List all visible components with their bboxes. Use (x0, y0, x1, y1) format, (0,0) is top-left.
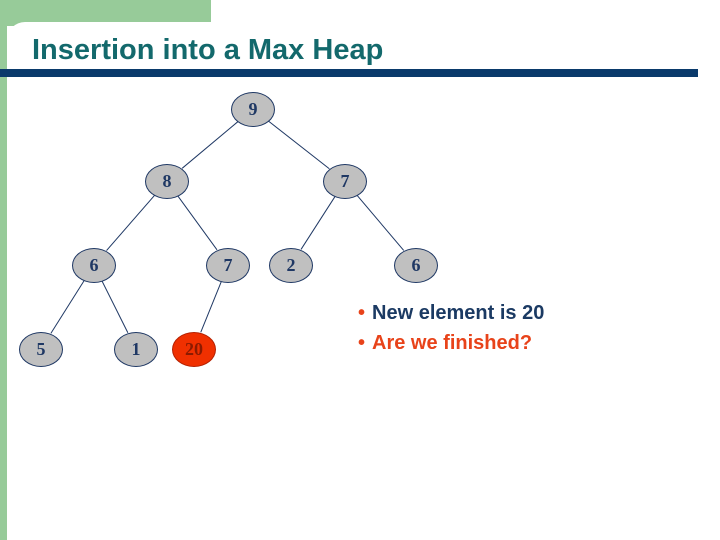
green-header-block (0, 0, 211, 26)
tree-node: 8 (145, 163, 189, 199)
tree-node: 2 (269, 247, 313, 283)
tree-node: 7 (206, 247, 250, 283)
tree-node-new: 20 (172, 331, 216, 367)
bullet-item: • Are we finished? (358, 328, 698, 358)
tree-node: 1 (114, 331, 158, 367)
title-divider-rule (0, 69, 698, 77)
slide-content-panel (7, 22, 720, 540)
tree-node: 7 (323, 163, 367, 199)
bullet-item: • New element is 20 (358, 298, 698, 328)
bullet-text: Are we finished? (372, 332, 533, 354)
tree-node: 6 (72, 247, 116, 283)
bullet-list: • New element is 20 • Are we finished? (358, 298, 698, 358)
bullet-dot-icon: • (358, 332, 366, 354)
bullet-text: New element is 20 (372, 302, 545, 324)
tree-node: 6 (394, 247, 438, 283)
green-left-strip (0, 0, 7, 540)
page-title: Insertion into a Max Heap (32, 34, 384, 66)
bullet-dot-icon: • (358, 302, 366, 324)
tree-node: 5 (19, 331, 63, 367)
tree-node: 9 (231, 91, 275, 127)
